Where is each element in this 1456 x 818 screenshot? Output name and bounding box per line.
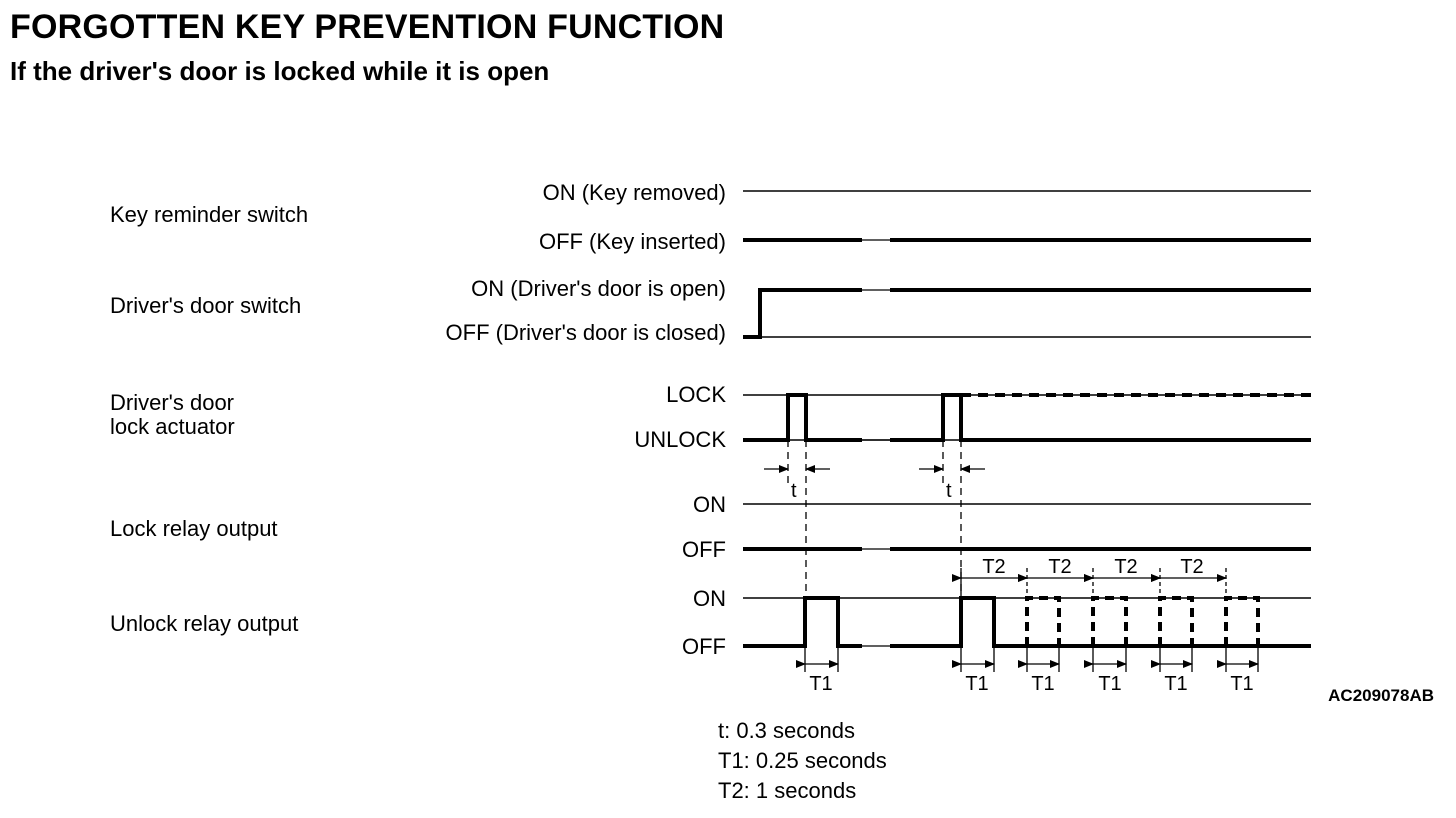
lock-actuator-lock-label: LOCK xyxy=(666,382,726,407)
lock-relay-off-label: OFF xyxy=(682,537,726,562)
lock-relay-on-label: ON xyxy=(693,492,726,517)
t2-label-4: T2 xyxy=(1180,556,1203,578)
t2-label-2: T2 xyxy=(1048,556,1071,578)
lock-relay-output-label: Lock relay output xyxy=(110,516,278,541)
page-subtitle: If the driver's door is locked while it … xyxy=(10,56,550,86)
door-switch-on-label: ON (Driver's door is open) xyxy=(471,276,726,301)
timing-legend: t: 0.3 seconds T1: 0.25 seconds T2: 1 se… xyxy=(718,716,887,806)
lock-actuator-unlock-label: UNLOCK xyxy=(634,427,726,452)
t2-markers xyxy=(952,568,1227,600)
lock-relay-waveform xyxy=(743,503,1311,551)
legend-t2: T2: 1 seconds xyxy=(718,778,857,803)
t1-label-6: T1 xyxy=(1230,673,1253,695)
key-reminder-on-label: ON (Key removed) xyxy=(543,180,726,205)
t1-label-4: T1 xyxy=(1098,673,1121,695)
figure-code: AC209078AB xyxy=(1328,686,1434,705)
legend-t: t: 0.3 seconds xyxy=(718,718,855,743)
t1-label-1: T1 xyxy=(809,673,832,695)
t2-label-1: T2 xyxy=(982,556,1005,578)
unlock-relay-off-label: OFF xyxy=(682,634,726,659)
t1-markers xyxy=(796,646,1259,672)
t-label-2: t xyxy=(946,480,952,502)
t1-label-3: T1 xyxy=(1031,673,1054,695)
door-switch-waveform xyxy=(743,288,1311,339)
legend-t1: T1: 0.25 seconds xyxy=(718,748,887,773)
key-reminder-switch-label: Key reminder switch xyxy=(110,202,308,227)
lock-actuator-label-line1: Driver's door xyxy=(110,390,234,415)
t1-label-2: T1 xyxy=(965,673,988,695)
unlock-relay-waveform xyxy=(743,596,1311,648)
key-reminder-switch-waveform xyxy=(743,190,1311,242)
t1-label-5: T1 xyxy=(1164,673,1187,695)
door-switch-label: Driver's door switch xyxy=(110,293,301,318)
unlock-relay-on-label: ON xyxy=(693,586,726,611)
t2-label-3: T2 xyxy=(1114,556,1137,578)
lock-actuator-waveform xyxy=(743,393,1311,442)
unlock-relay-output-label: Unlock relay output xyxy=(110,611,298,636)
lock-actuator-label-line2: lock actuator xyxy=(110,414,235,439)
page-title: FORGOTTEN KEY PREVENTION FUNCTION xyxy=(10,8,725,46)
door-switch-off-label: OFF (Driver's door is closed) xyxy=(446,320,726,345)
key-reminder-off-label: OFF (Key inserted) xyxy=(539,229,726,254)
t-label-1: t xyxy=(791,480,797,502)
timing-guides xyxy=(787,440,962,598)
